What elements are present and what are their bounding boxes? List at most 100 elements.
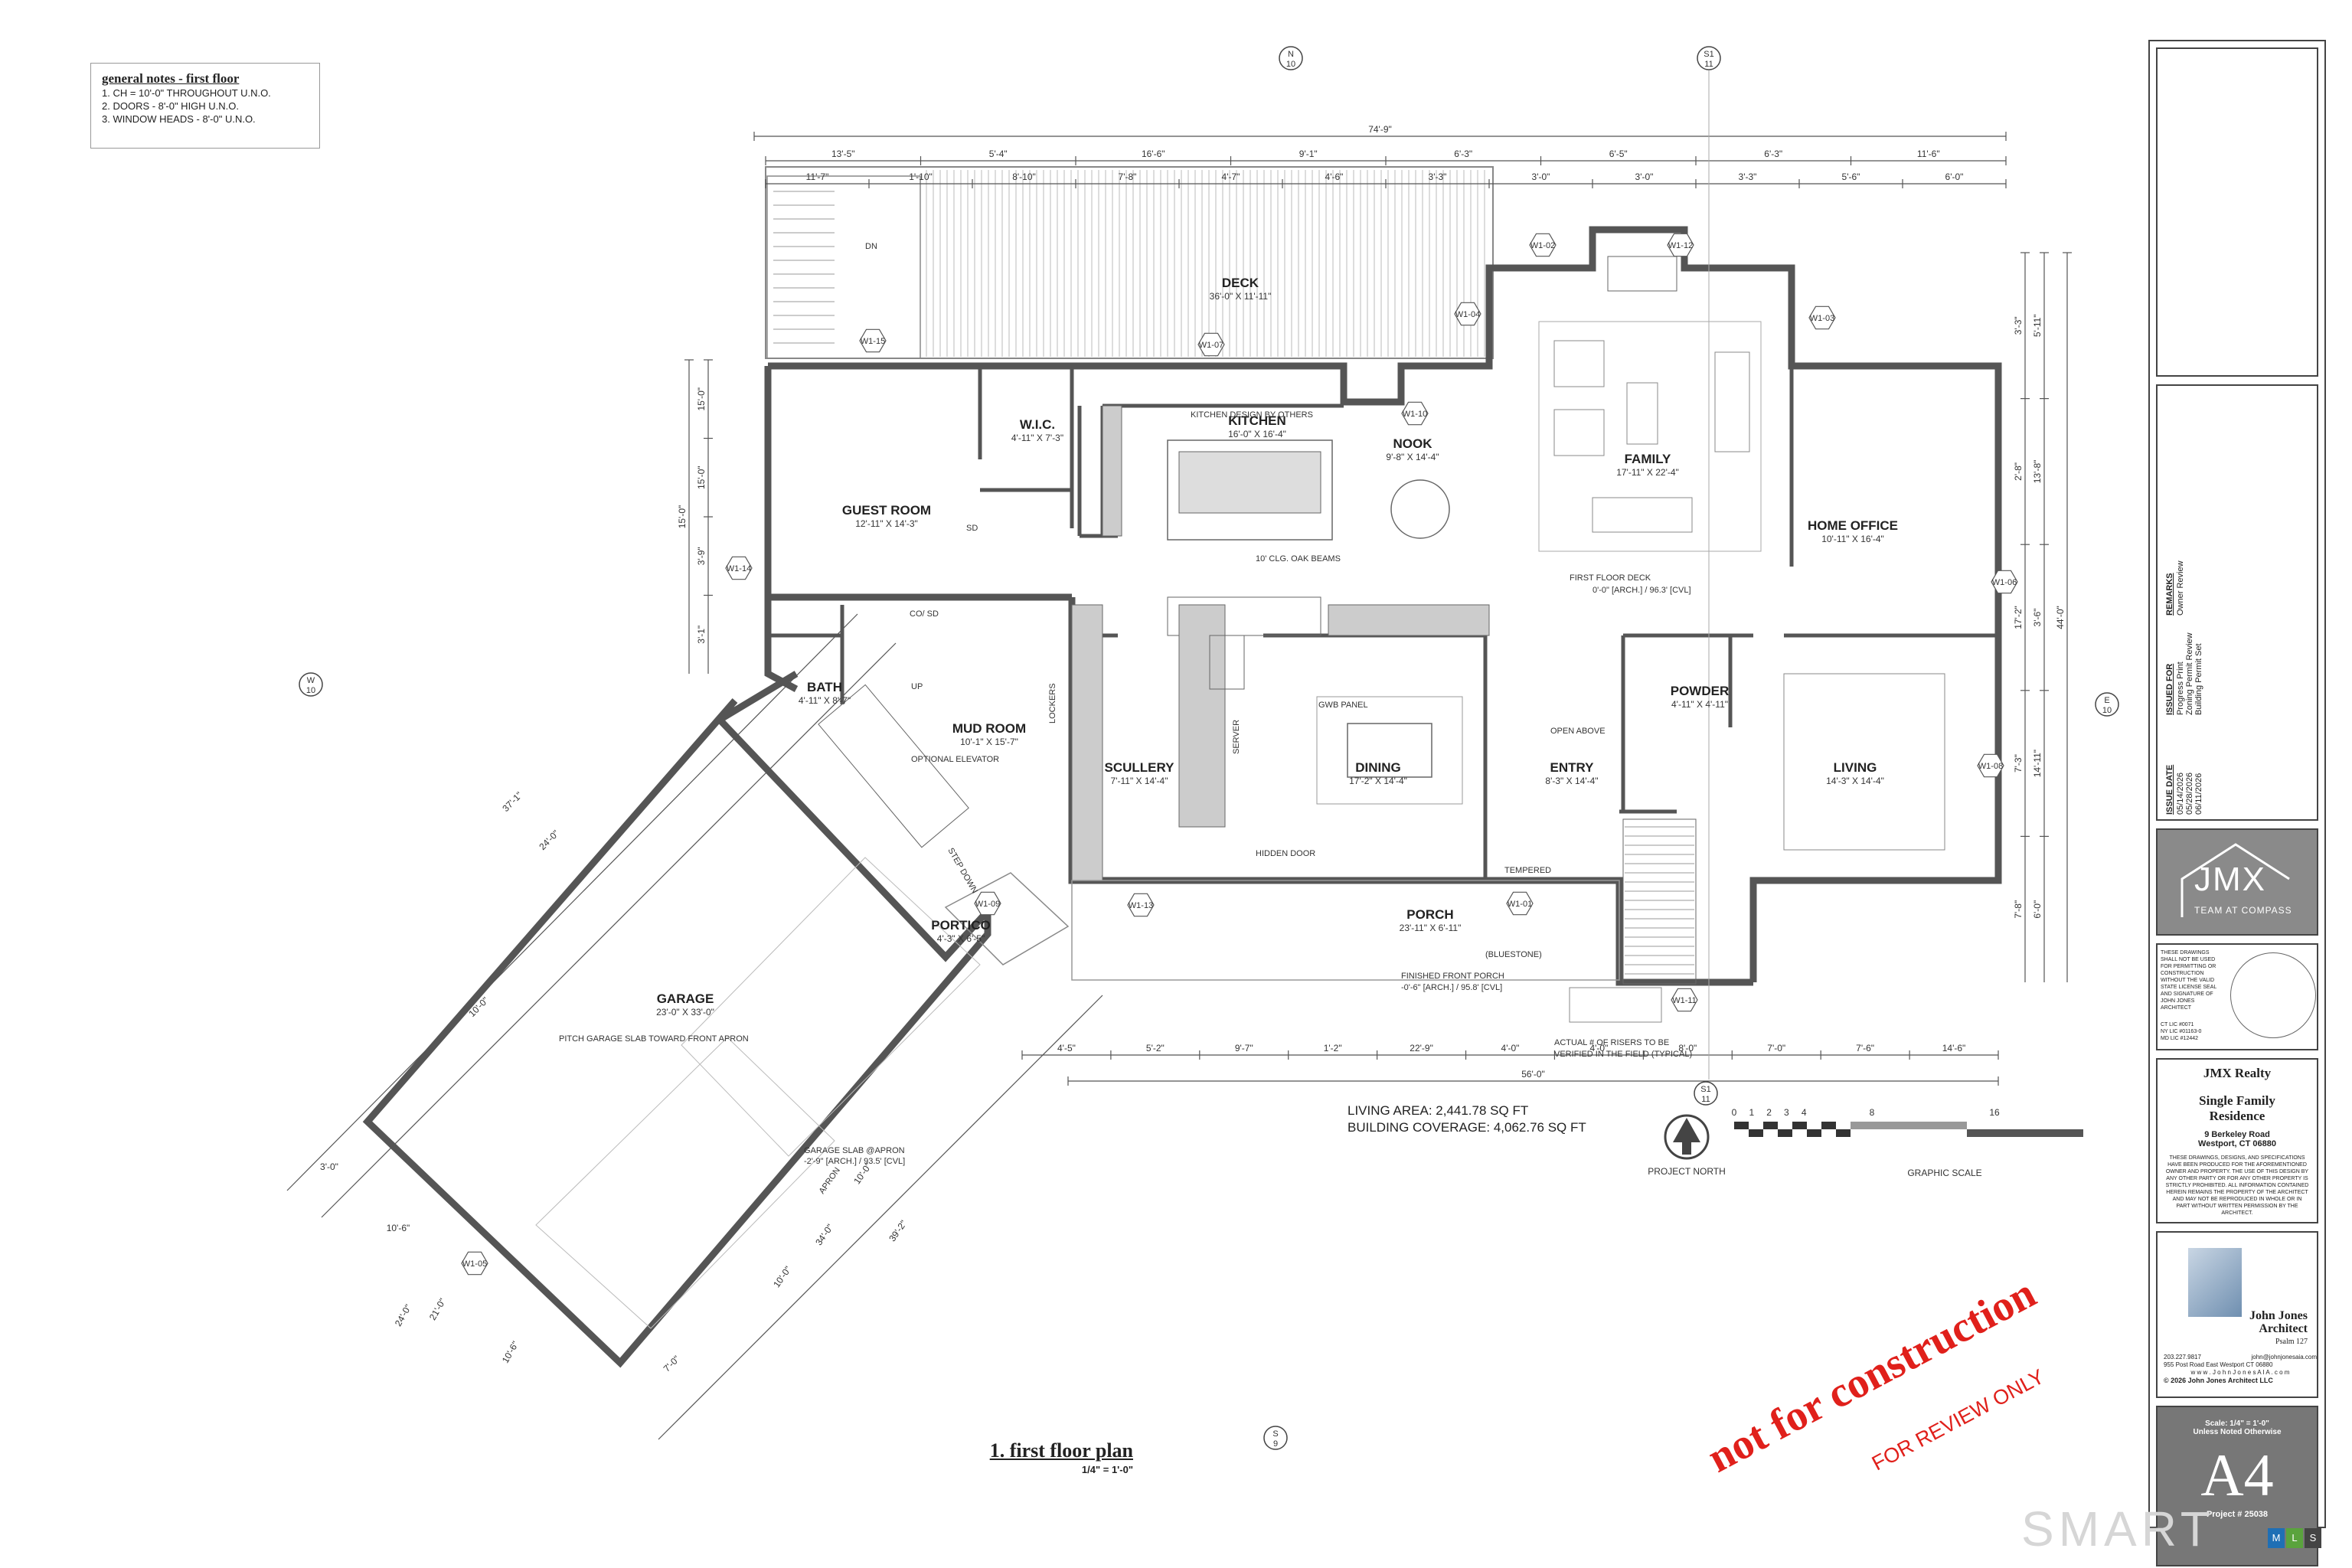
right-dim: 6'-0" [2032, 900, 2043, 919]
window-tag: W1-15 [859, 328, 887, 353]
issued-for: Building Permit Set [2194, 643, 2203, 715]
marker-sheet: 11 [1701, 1095, 1710, 1104]
dimension-lines: 74'-9"13'-5"5'-4"16'-6"9'-1"6'-3"6'-5"6'… [286, 124, 2072, 1440]
scale-tick: 2 [1766, 1107, 1772, 1118]
annotation-tempered: TEMPERED [1504, 866, 1551, 875]
garage-dim-line [286, 613, 858, 1191]
marker-id: S [1272, 1429, 1278, 1439]
marker-id: E [2104, 696, 2109, 705]
bottom-dim: 4'-0" [1501, 1043, 1520, 1054]
garage-dim: 24'-0" [537, 828, 561, 852]
room-name: LIVING [1834, 760, 1877, 775]
room-name: MUD ROOM [952, 721, 1026, 736]
window-tag-label: W1-11 [1672, 996, 1697, 1005]
address-2: Westport, CT 06880 [2198, 1139, 2276, 1148]
marker-id: N [1288, 50, 1294, 59]
bottom-dim: 9'-7" [1235, 1043, 1253, 1054]
team-text: TEAM AT COMPASS [2194, 905, 2292, 916]
fireplace [1607, 256, 1677, 292]
section-marker: N10 [1279, 46, 1303, 70]
marker-sheet: 11 [1704, 60, 1713, 69]
issued-for: Zoning Permit Review [2185, 632, 2194, 715]
seal-text: THESE DRAWINGS SHALL NOT BE USED FOR PER… [2161, 950, 2217, 1011]
window-tag-label: W1-01 [1508, 900, 1532, 909]
window-tag-label: W1-02 [1530, 241, 1555, 250]
annotation-sd: SD [966, 524, 978, 533]
scale-tick: 16 [1989, 1107, 2000, 1118]
address-1: 9 Berkeley Road [2204, 1130, 2270, 1139]
kitchen-north-wall [1102, 226, 2002, 982]
room-name: PORTICO [931, 918, 990, 933]
copyright-notice: THESE DRAWINGS, DESIGNS, AND SPECIFICATI… [2165, 1155, 2309, 1216]
scale-tick: 1 [1749, 1107, 1754, 1118]
window-tag: W1-14 [725, 556, 753, 580]
window-tag-hex-icon [1991, 570, 2018, 594]
issue-date-heading: ISSUE DATE [2165, 764, 2174, 815]
top-dim-2: 8'-10" [1012, 172, 1036, 182]
annotation-dn: DN [865, 242, 877, 251]
room-size: 4'-11" X 4'-11" [1671, 699, 1728, 710]
room-size: 4'-11" X 8'-7" [799, 695, 851, 706]
window-tag: W1-05 [461, 1251, 488, 1276]
garage-dim: 10'-0" [771, 1264, 793, 1289]
window-tag: W1-01 [1506, 891, 1534, 916]
room-name: KITCHEN [1228, 413, 1286, 428]
room-size: 10'-1" X 15'-7" [960, 737, 1018, 747]
top-dim-2: 5'-6" [1842, 172, 1860, 182]
drawing-scale: 1/4" = 1'-0" [1081, 1464, 1133, 1475]
seal-block: THESE DRAWINGS SHALL NOT BE USED FOR PER… [2156, 943, 2318, 1050]
deck-boards [926, 170, 1485, 357]
annotation-bluestone: (BLUESTONE) [1485, 950, 1542, 959]
deck-stair [766, 175, 921, 359]
marker-circle-icon [1694, 1081, 1718, 1106]
mls-letter: S [2305, 1528, 2321, 1548]
marker-circle-icon [2095, 692, 2119, 717]
marker-id: S1 [1700, 1085, 1710, 1094]
porch-outline [1071, 880, 1620, 981]
room-size: 23'-0" X 33'-0" [656, 1007, 714, 1018]
issued-for-heading: ISSUED FOR [2165, 663, 2174, 715]
overall-dim: 74'-9" [1368, 124, 1392, 135]
section-marker: W10 [299, 672, 323, 697]
exterior-wall [764, 366, 799, 692]
annotation-open_above: OPEN ABOVE [1550, 727, 1606, 736]
issue-date: 05/14/2026 [2176, 772, 2185, 815]
garage-dim: 34'-0" [813, 1222, 835, 1247]
room-name: PORCH [1406, 907, 1453, 922]
marker-sheet: 10 [2102, 706, 2112, 715]
room-name: GUEST ROOM [842, 503, 931, 518]
garage-wall [362, 671, 991, 1368]
room-name: POWDER [1671, 684, 1730, 698]
issued-for: Progress Print [2176, 662, 2185, 715]
garage-dim-line [658, 995, 1103, 1440]
top-dim-2: 3'-0" [1532, 172, 1550, 182]
marker-sheet: 10 [306, 686, 315, 695]
annotation-finished_porch_elev: -0'-6" [ARCH.] / 95.8' [CVL] [1401, 983, 1502, 992]
window-tag-label: W1-06 [1992, 578, 2017, 587]
scale-note-2: Unless Noted Otherwise [2193, 1428, 2282, 1436]
server-counter [1178, 604, 1226, 828]
window-tag: W1-11 [1671, 988, 1698, 1012]
annotation-risers_2: VERIFIED IN THE FIELD (TYPICAL) [1554, 1050, 1692, 1059]
bottom-dim: 1'-2" [1324, 1043, 1342, 1054]
smart-logo-text: SMART [2021, 1501, 2215, 1557]
sofa-2 [1592, 497, 1693, 533]
room-size: 7'-11" X 14'-4" [1111, 776, 1168, 786]
marker-id: W [307, 676, 315, 685]
top-dim-2: 4'-7" [1222, 172, 1240, 182]
architect-name-3: Psalm 127 [2275, 1338, 2308, 1346]
deck-outline [765, 166, 1494, 359]
porch-step [1569, 987, 1662, 1023]
window-tag-label: W1-05 [462, 1259, 487, 1269]
bottom-dim: 7'-0" [1767, 1043, 1785, 1054]
room-size: 12'-11" X 14'-3" [855, 518, 918, 529]
window-tag-label: W1-07 [1199, 341, 1223, 350]
bottom-dim: 7'-6" [1856, 1043, 1874, 1054]
window-tag-hex-icon [859, 328, 887, 353]
architect-block: John Jones Architect Psalm 127 203.227.9… [2156, 1231, 2318, 1398]
scale-bar [1821, 1122, 1836, 1129]
garage-dim: 10'-6" [500, 1339, 521, 1364]
